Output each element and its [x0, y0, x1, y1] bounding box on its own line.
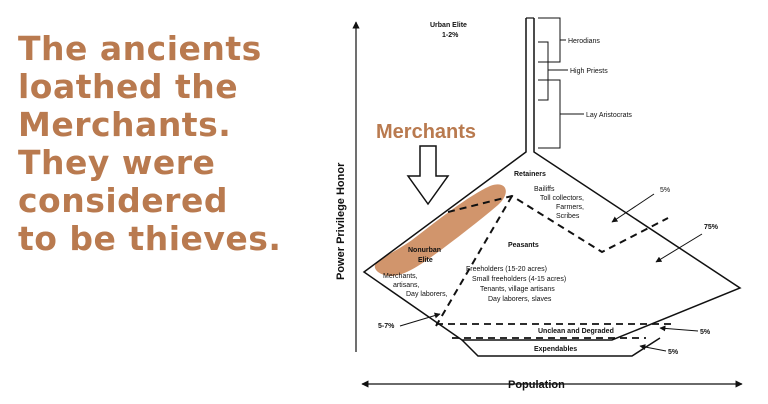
label-merchants-detail-3: Day laborers, — [406, 291, 448, 298]
label-peasants-detail-1: Freeholders (15-20 acres) — [466, 266, 547, 273]
headline-line-2: loathed the — [18, 67, 239, 106]
headline-line-1: The ancients — [18, 29, 262, 68]
merchants-callout-label: Merchants — [376, 121, 476, 143]
label-retainers-detail-3: Farmers, — [556, 204, 584, 211]
merchants-highlight — [374, 184, 506, 277]
label-nonurban-elite-2: Elite — [418, 257, 433, 264]
label-left-pct: 5-7% — [378, 323, 395, 330]
label-retainers-detail-4: Scribes — [556, 213, 580, 220]
label-high-priests: High Priests — [570, 68, 608, 75]
pointer-retainers-pct — [611, 193, 655, 223]
label-peasants-pct: 75% — [704, 224, 719, 231]
pyramid-outline — [362, 18, 742, 341]
label-peasants-detail-4: Day laborers, slaves — [488, 296, 552, 303]
y-axis-label: Power Privilege Honor — [335, 162, 347, 280]
label-retainers-pct: 5% — [660, 187, 670, 194]
peasants-dashed-line — [435, 195, 513, 327]
label-lay-aristocrats: Lay Aristocrats — [586, 112, 632, 119]
label-merchants-detail-1: Merchants, — [383, 273, 418, 280]
headline-line-5: considered — [18, 181, 228, 220]
label-herodians: Herodians — [568, 38, 600, 45]
label-expendables-pct: 5% — [668, 349, 679, 356]
pointer-unclean-pct — [659, 325, 699, 332]
headline: The ancients loathed the Merchants. They… — [18, 30, 338, 258]
label-unclean-pct: 5% — [700, 329, 711, 336]
headline-line-3: Merchants. — [18, 105, 232, 144]
label-peasants-detail-3: Tenants, village artisans — [480, 286, 555, 293]
label-retainers-detail-2: Toll collectors, — [540, 195, 584, 202]
label-merchants-detail-2: artisans, — [393, 282, 420, 289]
bracket-lay-aristocrats — [538, 79, 561, 149]
pointer-expendables-pct — [639, 344, 667, 352]
x-axis-label: Population — [508, 379, 565, 391]
bracket-high-priests — [538, 41, 549, 101]
pointer-left-pct — [399, 312, 441, 327]
merchants-down-arrow-icon — [406, 145, 450, 206]
label-peasants: Peasants — [508, 242, 539, 249]
label-nonurban-elite-1: Nonurban — [408, 247, 441, 254]
headline-line-6: to be thieves. — [18, 219, 282, 258]
headline-line-4: They were — [18, 143, 216, 182]
label-unclean: Unclean and Degraded — [538, 328, 614, 335]
label-urban-elite: Urban Elite — [430, 22, 467, 29]
label-urban-elite-pct: 1-2% — [442, 32, 459, 39]
label-expendables: Expendables — [534, 346, 577, 353]
bracket-herodians — [538, 17, 561, 63]
label-peasants-detail-2: Small freeholders (4-15 acres) — [472, 276, 566, 283]
retainers-dashed-line — [447, 194, 669, 254]
pointer-peasants-pct — [655, 233, 703, 263]
label-retainers-detail-1: Bailiffs — [534, 186, 555, 193]
label-retainers: Retainers — [514, 171, 546, 178]
